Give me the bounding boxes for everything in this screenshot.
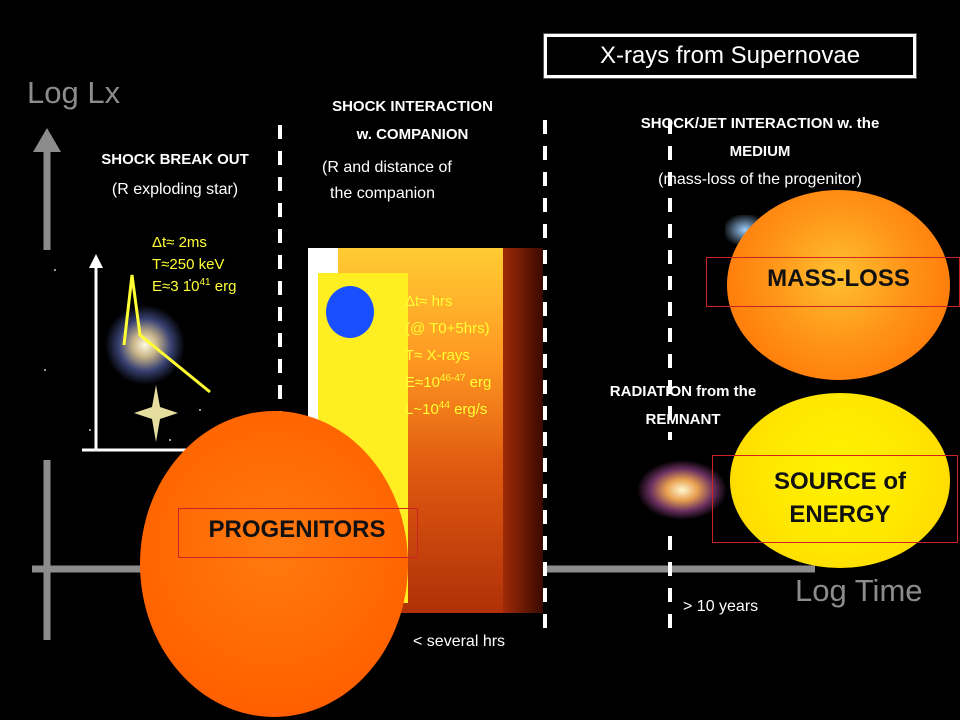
galaxy-image: [30, 250, 210, 460]
source-energy-label: SOURCE of ENERGY: [730, 465, 950, 531]
source-energy-line-2: ENERGY: [789, 501, 891, 528]
mass-loss-circle: [727, 190, 950, 380]
page-title: X-rays from Supernovae: [599, 42, 861, 69]
medium-subtext: (mass-loss of the progenitor): [658, 171, 862, 188]
breakout-heading: SHOCK BREAK OUT: [101, 151, 249, 168]
source-energy-line-1: SOURCE of: [774, 468, 906, 495]
breakout-temp: T≈250 keV: [152, 256, 225, 273]
remnant-heading-1: RADIATION from the: [609, 383, 757, 400]
companion-luminosity: L~1044 erg/s: [405, 400, 488, 419]
medium-heading-2: MEDIUM: [729, 143, 791, 160]
companion-temp: T≈ X-rays: [405, 347, 470, 364]
companion-dt: Δt≈ hrs: [405, 293, 453, 310]
breakout-energy: E≈3 1041 erg: [152, 277, 237, 296]
progenitors-circle: [140, 411, 408, 717]
breakout-params: Δt≈ 2ms T≈250 keV E≈3 1041 erg: [152, 232, 236, 298]
sim-dark-region: [503, 248, 543, 613]
source-energy-box: [712, 455, 958, 543]
medium-heading-1: SHOCK/JET INTERACTION w. the: [640, 115, 880, 132]
companion-energy: E≈1046-47 erg: [405, 373, 492, 392]
remnant-heading-2: REMNANT: [645, 411, 721, 428]
galaxy-stars: [44, 269, 201, 441]
y-axis-arrowhead: [33, 128, 61, 152]
companion-subtext-1: (R and distance of: [322, 159, 452, 176]
several-hrs-marker: < several hrs: [413, 633, 506, 650]
breakout-dt: Δt≈ 2ms: [152, 234, 207, 251]
companion-subtext-2: the companion: [330, 185, 435, 202]
breakout-subtext: (R exploding star): [111, 181, 239, 198]
progenitors-label: PROGENITORS: [208, 516, 386, 543]
source-energy-circle: [730, 393, 950, 568]
mass-loss-label: MASS-LOSS: [767, 265, 910, 292]
progenitors-box: [178, 508, 418, 558]
companion-star: [326, 286, 374, 338]
breakout-light-curve: [82, 254, 250, 452]
companion-params: Δt≈ hrs (@ T0+5hrs) T≈ X-rays E≈1046-47 …: [405, 288, 491, 423]
galaxy-overlay: [44, 269, 201, 442]
supernova-flash: [134, 385, 178, 442]
companion-heading-1: SHOCK INTERACTION: [332, 98, 493, 115]
x-axis-label: Log Time: [795, 573, 923, 608]
companion-when: (@ T0+5hrs): [405, 320, 490, 337]
lc-axis-arrow: [89, 254, 103, 268]
companion-heading-2: w. COMPANION: [356, 126, 469, 143]
y-axis-label: Log Lx: [27, 75, 121, 110]
title-inner-box: X-rays from Supernovae: [547, 37, 913, 75]
ten-years-marker: > 10 years: [683, 598, 759, 615]
lc-curve: [122, 274, 211, 394]
